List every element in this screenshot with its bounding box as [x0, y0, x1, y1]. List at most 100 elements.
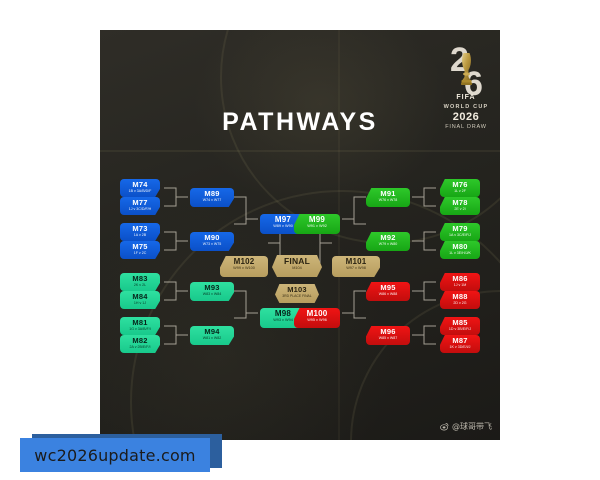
node-id: M89 — [204, 189, 220, 198]
node-id: M82 — [132, 336, 148, 345]
node-matchup: W95 v W96 — [307, 318, 327, 322]
node-matchup: 2K v 2L — [133, 282, 147, 287]
pathways-poster: PATHWAYS 2 6 — [100, 30, 500, 440]
bracket-node-m87[interactable]: M87 1K v 3D/E/I/J — [440, 335, 480, 353]
node-id: M95 — [380, 283, 396, 292]
node-matchup: W91 v W92 — [307, 224, 327, 228]
node-id: M88 — [452, 292, 468, 301]
emblem-fifa-text: FIFA — [456, 94, 476, 101]
bracket-node-m77[interactable]: M77 1J v 3C/D/F/H — [120, 197, 160, 215]
bracket-node-m82[interactable]: M82 2A v 2B/E/F/I — [120, 335, 160, 353]
node-matchup: 1A v 3C/E/F/J — [449, 232, 471, 237]
node-id: M90 — [204, 233, 220, 242]
node-id: M94 — [204, 327, 220, 336]
node-id: M79 — [452, 224, 468, 233]
node-id: M76 — [452, 180, 468, 189]
node-id: M73 — [132, 224, 148, 233]
node-id: M84 — [132, 292, 148, 301]
bracket-node-m95[interactable]: M95 W86 v W88 — [366, 282, 410, 301]
bracket-node-m88[interactable]: M88 2D v 2G — [440, 291, 480, 309]
bracket-node-m89[interactable]: M89 W74 v W77 — [190, 188, 234, 207]
bracket-node-m103-third-place[interactable]: M103 3RD PLACE FINAL — [275, 284, 319, 303]
node-id: M98 — [274, 309, 292, 318]
bracket-node-m75[interactable]: M75 1F v 2C — [120, 241, 160, 259]
node-id: M96 — [380, 327, 396, 336]
pitch-center-line — [338, 30, 340, 440]
emblem-year-text: 2026 — [452, 111, 480, 123]
bracket-node-m85[interactable]: M85 1D v 3B/E/F/J — [440, 317, 480, 335]
node-matchup: W99 v W100 — [233, 266, 255, 270]
node-id: M101 — [345, 257, 367, 266]
node-matchup: 2E v 2I — [454, 206, 466, 211]
pitch-halfway-line — [100, 150, 500, 152]
node-matchup: 1K v 3D/E/I/J — [449, 344, 471, 349]
node-id: FINAL — [283, 256, 311, 266]
node-id: M81 — [132, 318, 148, 327]
node-matchup: W86 v W88 — [378, 291, 398, 296]
bracket-node-m83[interactable]: M83 2K v 2L — [120, 273, 160, 291]
node-matchup: 2A v 2B/E/F/I — [129, 344, 151, 349]
node-matchup: 1F v 2C — [133, 250, 147, 255]
node-matchup: 3RD PLACE FINAL — [282, 293, 312, 298]
node-matchup: W74 v W77 — [202, 197, 222, 202]
page-title: PATHWAYS — [222, 108, 378, 136]
bracket-node-m100[interactable]: M100 W95 v W96 — [294, 308, 340, 328]
bracket-node-m81[interactable]: M81 1G v 3A/B/F/I — [120, 317, 160, 335]
node-id: M97 — [274, 215, 292, 224]
emblem-world-cup-text: WORLD CUP — [443, 104, 489, 110]
emblem-digit-right: 6 — [464, 65, 483, 103]
bracket-node-m93[interactable]: M93 W83 v W84 — [190, 282, 234, 301]
node-id: M80 — [452, 242, 468, 251]
node-id: M92 — [380, 233, 396, 242]
node-matchup: 1D v 3B/E/F/J — [448, 326, 472, 331]
weibo-eye-icon — [440, 422, 449, 431]
bracket-node-m76[interactable]: M76 1L v 2F — [440, 179, 480, 197]
node-matchup: W83 v W84 — [202, 291, 222, 296]
node-id: M103 — [287, 285, 307, 294]
node-id: M93 — [204, 283, 220, 292]
bracket-node-m74[interactable]: M74 1B v 3A/B/D/F — [120, 179, 160, 197]
node-matchup: W81 v W82 — [202, 335, 222, 340]
node-matchup: W73 v W75 — [202, 241, 222, 246]
node-matchup: 1B v 3A/B/D/F — [128, 188, 152, 193]
node-matchup: W76 v W78 — [378, 197, 398, 202]
node-matchup: 1A v 2B — [133, 232, 147, 237]
bracket-node-m78[interactable]: M78 2E v 2I — [440, 197, 480, 215]
node-id: M91 — [380, 189, 396, 198]
node-matchup: 1H v 1J — [133, 300, 147, 305]
pathways-bracket: M74 1B v 3A/B/D/F M77 1J v 3C/D/F/H M73 … — [100, 30, 500, 440]
url-banner[interactable]: wc2026update.com — [20, 438, 210, 472]
bracket-node-m86[interactable]: M86 1J v 1M — [440, 273, 480, 291]
emblem-26-mark: 2 6 — [440, 43, 492, 103]
bracket-node-m91[interactable]: M91 W76 v W78 — [366, 188, 410, 207]
bracket-node-m80[interactable]: M80 1L v 3E/H/J/K — [440, 241, 480, 259]
node-id: M100 — [306, 309, 328, 318]
bracket-node-m96[interactable]: M96 W85 v W87 — [366, 326, 410, 345]
node-id: M78 — [452, 198, 468, 207]
bracket-node-final[interactable]: FINAL M104 — [272, 255, 322, 277]
weibo-handle: @球哥带飞 — [452, 422, 492, 431]
node-matchup: W79 v W80 — [378, 241, 398, 246]
fifa-world-cup-2026-logo: 2 6 FIFA WORLD CUP — [440, 43, 492, 130]
bracket-node-m84[interactable]: M84 1H v 1J — [120, 291, 160, 309]
node-matchup: 1J v 3C/D/F/H — [128, 206, 152, 211]
bracket-node-m94[interactable]: M94 W81 v W82 — [190, 326, 234, 345]
bracket-node-m101[interactable]: M101 W97 v W98 — [332, 256, 380, 277]
bracket-node-m99[interactable]: M99 W91 v W92 — [294, 214, 340, 234]
node-matchup: W85 v W87 — [378, 335, 398, 340]
bracket-node-m79[interactable]: M79 1A v 3C/E/F/J — [440, 223, 480, 241]
node-id: M99 — [308, 215, 326, 224]
trophy-icon — [461, 53, 472, 85]
bracket-node-m92[interactable]: M92 W79 v W80 — [366, 232, 410, 251]
node-id: M102 — [233, 257, 255, 266]
node-id: M87 — [452, 336, 468, 345]
bracket-node-m102[interactable]: M102 W99 v W100 — [220, 256, 268, 277]
bracket-node-m90[interactable]: M90 W73 v W75 — [190, 232, 234, 251]
node-matchup: W93 v W94 — [273, 318, 293, 322]
node-matchup: M104 — [292, 265, 302, 270]
node-matchup: W89 v W90 — [273, 224, 293, 228]
emblem-final-draw-text: FINAL DRAW — [445, 124, 487, 130]
node-id: M85 — [452, 318, 468, 327]
bracket-node-m73[interactable]: M73 1A v 2B — [120, 223, 160, 241]
